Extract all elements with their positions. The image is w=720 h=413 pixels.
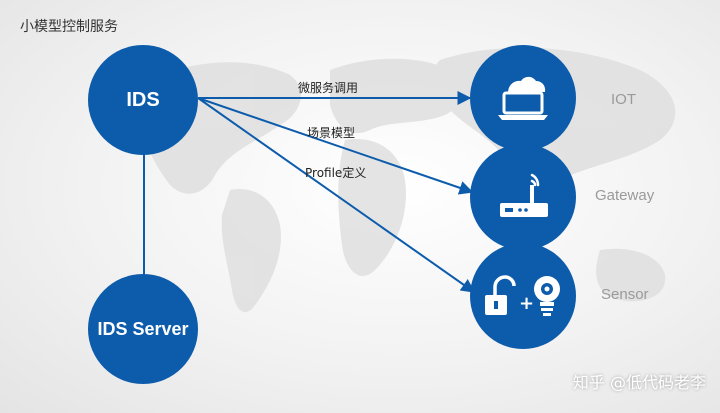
iot-node [470, 45, 576, 151]
sensor-node: + [470, 243, 576, 349]
edge-label-scene-model: 场景模型 [307, 126, 356, 140]
cloud-laptop-icon [498, 76, 548, 120]
ids-to-gateway-arrow [197, 97, 474, 195]
unlock-icon [485, 275, 516, 315]
ids-server-node: IDS Server [88, 274, 198, 384]
router-icon [500, 173, 548, 217]
iot-label: IOT [611, 91, 636, 108]
gateway-node [470, 144, 576, 250]
ids-node: IDS [88, 45, 198, 155]
watermark-text: 知乎 @低代码老李 [572, 373, 706, 392]
page-title: 小模型控制服务 [20, 19, 118, 35]
gateway-label: Gateway [595, 187, 655, 204]
ids-to-sensor-arrow [197, 97, 476, 293]
plus-sign: + [519, 293, 534, 314]
edge-label-microservice-call: 微服务调用 [298, 81, 359, 95]
unlock-lightbulb-icon: + [485, 275, 560, 316]
edge-label-profile-definition: Profile定义 [305, 166, 367, 180]
sensor-label: Sensor [601, 286, 649, 303]
lightbulb-gear-icon [534, 276, 560, 316]
